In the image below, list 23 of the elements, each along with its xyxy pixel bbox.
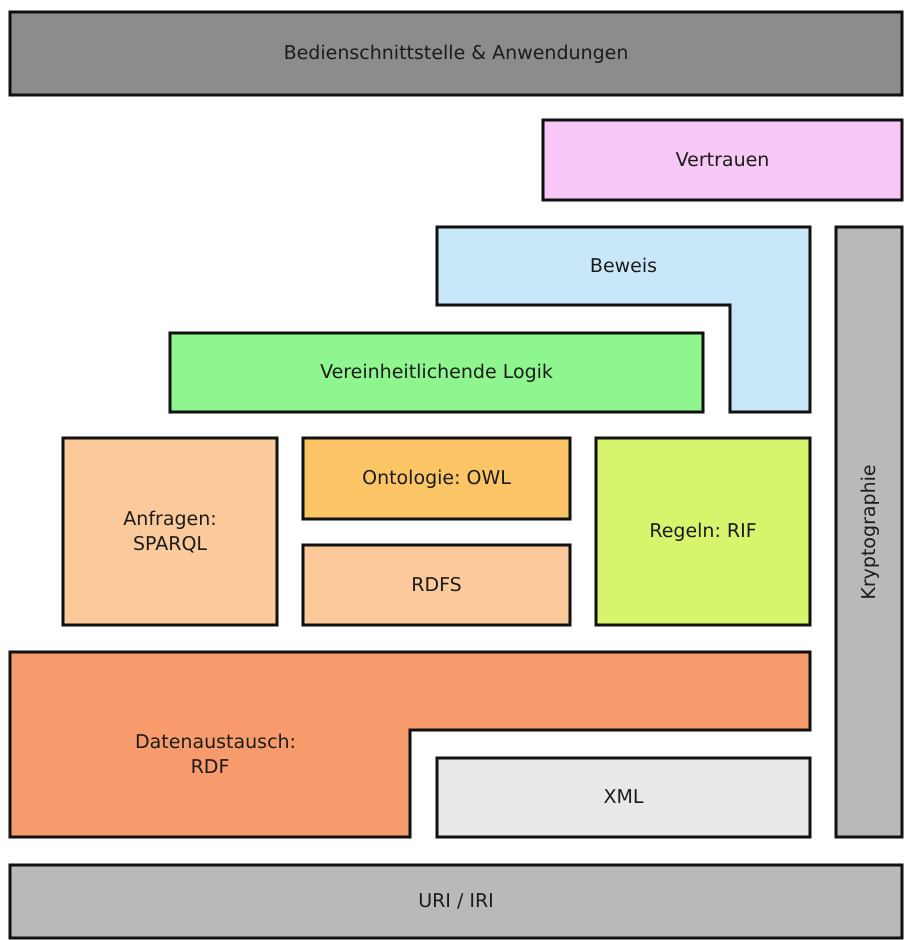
layer-label: RDFS — [410, 572, 463, 598]
layer-label: Beweis — [588, 254, 658, 279]
layer-box — [437, 758, 810, 837]
layer-box — [10, 865, 902, 938]
layer-box — [836, 227, 902, 837]
layer-label: Datenaustausch: RDF — [134, 730, 297, 780]
layer-label: Kryptographie — [856, 463, 881, 602]
layer-label: XML — [602, 785, 644, 810]
layer-label: Vertrauen — [674, 148, 770, 173]
layer-box — [10, 652, 810, 837]
layer-label: URI / IRI — [417, 889, 495, 914]
layer-label: Bedienschnittstelle & Anwendungen — [282, 41, 630, 66]
layer-box — [63, 438, 277, 625]
layer-label: Regeln: RIF — [648, 519, 758, 544]
layer-box — [543, 120, 902, 200]
layer-label: Ontologie: OWL — [361, 466, 512, 492]
layer-box — [303, 545, 570, 625]
layer-box — [596, 438, 810, 625]
layer-box — [170, 333, 703, 412]
layer-label: Anfragen: SPARQL — [122, 506, 218, 556]
layer-box — [10, 12, 902, 95]
layer-box — [303, 438, 570, 519]
layer-label: Vereinheitlichende Logik — [319, 360, 554, 386]
